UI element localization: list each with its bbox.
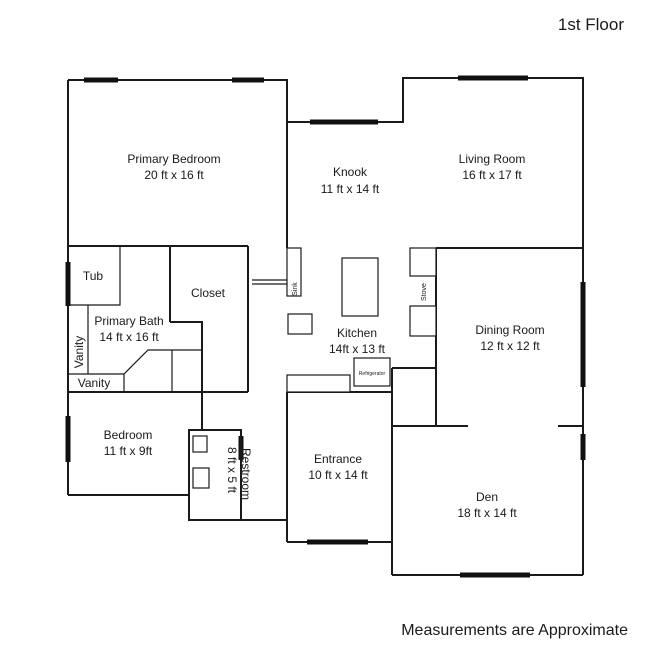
kitchen-island [341, 257, 379, 317]
primary-bedroom-size: 20 ft x 16 ft [144, 168, 204, 182]
dining-room-name: Dining Room [475, 323, 544, 337]
refrigerator-label: Refrigerator [359, 371, 386, 377]
windows [65, 75, 586, 578]
dining-room-size: 12 ft x 12 ft [480, 339, 540, 353]
primary-bedroom-name: Primary Bedroom [127, 152, 220, 166]
bedroom-name: Bedroom [104, 428, 153, 442]
kitchen-size: 14ft x 13 ft [329, 342, 386, 356]
kitchen-counter [286, 374, 351, 393]
stove-label: Stove [421, 283, 428, 301]
bedroom-size: 11 ft x 9ft [104, 444, 153, 458]
restroom-sink [192, 435, 208, 453]
kitchen-name: Kitchen [337, 326, 377, 340]
living-room-size: 16 ft x 17 ft [462, 168, 522, 182]
living-room-name: Living Room [459, 152, 526, 166]
vanity-vertical-label: Vanity [72, 336, 86, 368]
tub-label: Tub [83, 269, 104, 283]
counter-block [287, 313, 313, 335]
knook-name: Knook [333, 165, 368, 179]
stove-lower-cabinet [409, 305, 437, 337]
restroom-size: 8 ft x 5 ft [225, 447, 239, 494]
entrance-size: 10 ft x 14 ft [308, 468, 368, 482]
closet-label: Closet [191, 286, 226, 300]
refrigerator-box [353, 357, 391, 387]
sink-counter [286, 247, 302, 297]
den-name: Den [476, 490, 498, 504]
interior-walls [68, 122, 583, 548]
entrance-name: Entrance [314, 452, 362, 466]
restroom-toilet [192, 467, 210, 489]
measurement-note: Measurements are Approximate [401, 622, 628, 639]
knook-size: 11 ft x 14 ft [321, 182, 380, 196]
primary-bath-size: 14 ft x 16 ft [99, 330, 159, 344]
sink-label: Sink [292, 282, 299, 296]
stove-upper-cabinet [409, 247, 437, 277]
den-size: 18 ft x 14 ft [457, 506, 517, 520]
primary-bath-name: Primary Bath [94, 314, 163, 328]
vanity-horizontal-label: Vanity [78, 376, 110, 390]
floor-title: 1st Floor [557, 15, 624, 34]
room-labels: Primary Bedroom 20 ft x 16 ft Knook 11 f… [72, 152, 545, 520]
fixtures [192, 247, 437, 489]
restroom-name: Restroom [239, 448, 253, 500]
